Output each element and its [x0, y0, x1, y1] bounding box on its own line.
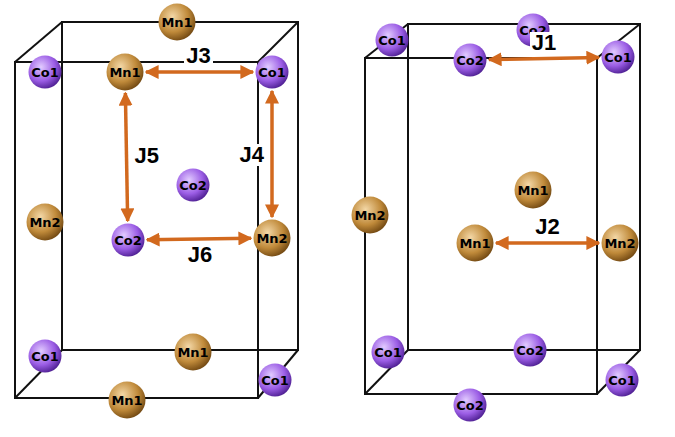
atom-label: Mn2	[29, 216, 60, 229]
atom-label: Mn2	[354, 209, 385, 222]
atom-label: Co1	[31, 66, 59, 79]
atom-label: Mn1	[109, 66, 140, 79]
atom-sphere: Co1	[605, 363, 639, 397]
atom-label: Co1	[608, 374, 636, 387]
atom-sphere: Co2	[453, 43, 487, 77]
atom-sphere: Co1	[255, 55, 289, 89]
exchange-arrow	[147, 238, 251, 239]
coupling-label: J5	[133, 145, 161, 167]
atom-sphere: Mn2	[351, 196, 389, 234]
atom-label: Co1	[378, 34, 406, 47]
atom-sphere: Co2	[513, 333, 547, 367]
atom-sphere: Co2	[176, 168, 210, 202]
atom-label: Co2	[456, 54, 484, 67]
atom-label: Co2	[516, 344, 544, 357]
cell-edge	[365, 24, 408, 58]
atom-label: Mn1	[161, 16, 192, 29]
atom-sphere: Mn2	[253, 219, 291, 257]
coupling-label: J2	[533, 216, 561, 238]
cell-edge	[258, 22, 298, 62]
atom-label: Mn1	[177, 346, 208, 359]
atom-label: Co1	[31, 350, 59, 363]
atom-sphere: Mn1	[174, 333, 212, 371]
atom-sphere: Mn1	[514, 171, 552, 209]
exchange-arrow	[496, 241, 599, 245]
atom-label: Co1	[604, 51, 632, 64]
atom-label: Mn2	[604, 237, 635, 250]
atom-label: Mn1	[111, 394, 142, 407]
atom-label: Mn1	[517, 184, 548, 197]
exchange-arrow	[146, 70, 253, 74]
exchange-arrow	[489, 57, 599, 59]
atom-label: Mn2	[256, 232, 287, 245]
cell-edge	[15, 22, 62, 62]
atom-sphere: Mn1	[158, 3, 196, 41]
cell-edge	[258, 350, 298, 398]
atom-label: Co1	[258, 66, 286, 79]
atom-label: Co2	[114, 234, 142, 247]
atom-sphere: Co1	[601, 40, 635, 74]
coupling-label: J3	[184, 45, 212, 67]
atom-label: Co1	[261, 374, 289, 387]
atom-sphere: Co1	[375, 23, 409, 57]
atom-sphere: Co1	[28, 55, 62, 89]
cell-edge	[15, 350, 62, 398]
cell-front-face	[365, 58, 597, 394]
atom-sphere: Co1	[371, 335, 405, 369]
atom-sphere: Co2	[453, 388, 487, 422]
cell-back-face	[408, 24, 640, 350]
cell-front-face	[15, 62, 258, 398]
exchange-arrow	[270, 91, 274, 217]
coupling-label: J1	[530, 32, 558, 54]
atom-sphere: Mn2	[601, 224, 639, 262]
coupling-label: J4	[238, 144, 266, 166]
coupling-label: J6	[186, 244, 214, 266]
atom-sphere: Mn1	[456, 224, 494, 262]
atom-label: Co1	[374, 346, 402, 359]
exchange-arrow	[125, 93, 127, 221]
cell-back-face	[62, 22, 298, 350]
atom-sphere: Mn1	[106, 53, 144, 91]
atom-sphere: Co1	[28, 339, 62, 373]
atom-label: Co2	[456, 399, 484, 412]
atom-sphere: Mn2	[26, 203, 64, 241]
atom-sphere: Co2	[111, 223, 145, 257]
atom-label: Co2	[179, 179, 207, 192]
atom-sphere: Co1	[258, 363, 292, 397]
atom-sphere: Mn1	[108, 381, 146, 419]
atom-label: Mn1	[459, 237, 490, 250]
